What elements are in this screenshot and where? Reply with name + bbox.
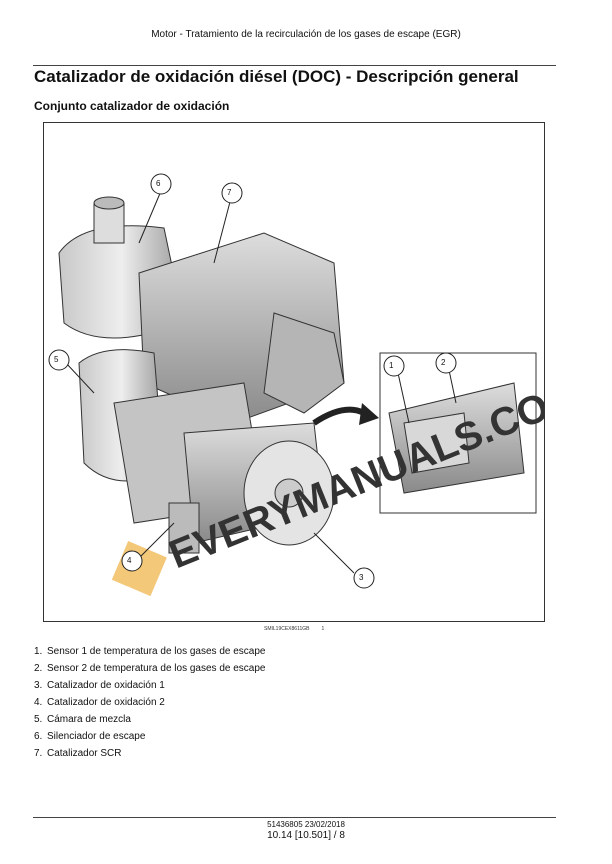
item-text: Silenciador de escape	[47, 731, 146, 742]
running-header: Motor - Tratamiento de la recirculación …	[151, 29, 461, 40]
footer-page-number: 10.14 [10.501] / 8	[267, 830, 345, 841]
item-number: 4.	[34, 697, 43, 708]
item-number: 1.	[34, 646, 43, 657]
callout-2: 2	[441, 358, 446, 367]
list-item: 4. Catalizador de oxidación 2	[34, 694, 265, 711]
callout-1: 1	[389, 361, 394, 370]
item-text: Sensor 2 de temperatura de los gases de …	[47, 663, 266, 674]
item-text: Sensor 1 de temperatura de los gases de …	[47, 646, 266, 657]
figure-number: 1	[321, 626, 325, 632]
item-number: 6.	[34, 731, 43, 742]
footer-doc-id: 51436805 23/02/2018	[267, 820, 345, 829]
item-text: Catalizador de oxidación 1	[47, 680, 165, 691]
callout-3: 3	[359, 573, 364, 582]
item-number: 3.	[34, 680, 43, 691]
figure-caption: SMIL19CEX8611GB 1	[264, 626, 324, 632]
list-item: 5. Cámara de mezcla	[34, 711, 265, 728]
footer-rule	[33, 817, 556, 818]
exhaust-assembly-drawing: EVERYMANUALS.COM	[48, 173, 544, 597]
item-text: Catalizador SCR	[47, 748, 122, 759]
item-number: 7.	[34, 748, 43, 759]
item-text: Catalizador de oxidación 2	[47, 697, 165, 708]
list-item: 3. Catalizador de oxidación 1	[34, 677, 265, 694]
legend-list: 1. Sensor 1 de temperatura de los gases d…	[34, 643, 265, 762]
item-text: Cámara de mezcla	[47, 714, 131, 725]
figure-code: SMIL19CEX8611GB	[264, 626, 310, 632]
callout-7: 7	[227, 188, 232, 197]
callout-4: 4	[127, 556, 132, 565]
list-item: 2. Sensor 2 de temperatura de los gases d…	[34, 660, 265, 677]
section-subtitle: Conjunto catalizador de oxidación	[34, 99, 230, 113]
page-title: Catalizador de oxidación diésel (DOC) - …	[34, 67, 519, 86]
list-item: 7. Catalizador SCR	[34, 745, 265, 762]
list-item: 1. Sensor 1 de temperatura de los gases d…	[34, 643, 265, 660]
callout-5: 5	[54, 355, 59, 364]
callout-6: 6	[156, 179, 161, 188]
figure-illustration: EVERYMANUALS.COM 1 2 3 4 5 6 7	[43, 122, 545, 622]
list-item: 6. Silenciador de escape	[34, 728, 265, 745]
item-number: 5.	[34, 714, 43, 725]
header-rule	[33, 65, 556, 66]
item-number: 2.	[34, 663, 43, 674]
